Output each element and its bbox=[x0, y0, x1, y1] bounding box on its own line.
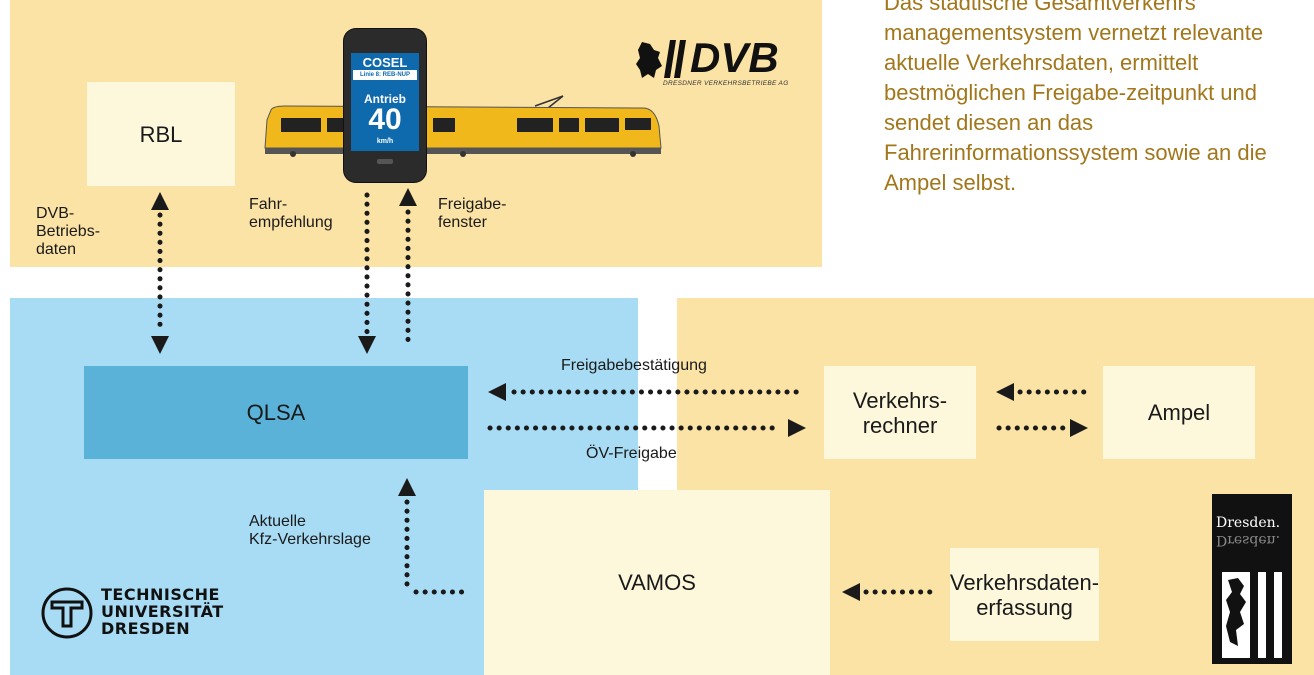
dvb-betriebsdaten-line-1: DVB- bbox=[36, 205, 75, 222]
rbl-node: RBL bbox=[87, 82, 235, 186]
vamos-label: VAMOS bbox=[618, 570, 696, 595]
description-text: Das städtische Gesamtverkehrs management… bbox=[884, 0, 1267, 195]
ampel-label: Ampel bbox=[1147, 400, 1211, 425]
freigabefenster-line-1: Freigabe- bbox=[438, 196, 507, 213]
freigabebestaetigung-label: Freigabebestätigung bbox=[561, 357, 707, 374]
city-lion-coat-of-arms-icon bbox=[1222, 572, 1282, 658]
dvb-betriebsdaten-label: DVB- Betriebs- daten bbox=[36, 205, 100, 259]
phone-stop-name: COSEL bbox=[362, 55, 408, 70]
phone-speed: 40 bbox=[368, 103, 402, 136]
dvb-betriebsdaten-line-3: daten bbox=[36, 241, 77, 258]
kfz-verkehrslage-line-1: Aktuelle bbox=[249, 513, 306, 530]
tu-dresden-seal-icon bbox=[41, 587, 93, 639]
tu-dresden-logo-text: TECHNISCHE UNIVERSITÄT DRESDEN bbox=[101, 586, 224, 637]
oev-freigabe-right-arrowhead bbox=[788, 419, 806, 437]
freigabefenster-up-arrowhead bbox=[399, 188, 417, 206]
kfz-verkehrslage-label: Aktuelle Kfz-Verkehrslage bbox=[249, 513, 371, 549]
city-logo-word: Dresden. bbox=[1216, 515, 1281, 531]
phone-drive-label: Antrieb bbox=[364, 92, 406, 106]
qlsa-label: QLSA bbox=[246, 400, 306, 425]
freigabebestaetigung-left-arrowhead bbox=[488, 383, 506, 401]
qlsa-node: QLSA bbox=[84, 366, 468, 459]
fahrempfehlung-down-arrowhead bbox=[358, 336, 376, 354]
dvb-logo-subtitle: DRESDNER VERKEHRSBETRIEBE AG bbox=[663, 80, 789, 87]
erfassung-vamos-left-arrowhead bbox=[842, 583, 860, 601]
phone-line-info: Linie 8: REB-NUP bbox=[353, 70, 417, 80]
kfz-verkehrslage-line-2: Kfz-Verkehrslage bbox=[249, 531, 371, 548]
dvb-logo-text: DVB bbox=[690, 34, 779, 81]
phone-screen bbox=[351, 53, 419, 151]
ampel-node: Ampel bbox=[1103, 366, 1255, 459]
vamos-node: VAMOS bbox=[484, 490, 830, 675]
phone-speed-unit: km/h bbox=[376, 138, 394, 145]
kfz-up-arrowhead bbox=[398, 478, 416, 496]
verkehrsrechner-label-1: Verkehrs- bbox=[852, 387, 948, 413]
freigabefenster-label: Freigabe- fenster bbox=[438, 196, 506, 232]
rechner-ampel-right-arrowhead bbox=[1070, 419, 1088, 437]
rbl-label: RBL bbox=[139, 121, 183, 147]
tu-logo-line-1: TECHNISCHE bbox=[101, 585, 220, 604]
phone-home-button bbox=[377, 159, 393, 164]
oev-freigabe-label: ÖV-Freigabe bbox=[586, 445, 677, 462]
verkehrsrechner-node: Verkehrs- rechner bbox=[824, 366, 976, 459]
rbl-down-arrowhead bbox=[151, 336, 169, 354]
ampel-rechner-left-arrowhead bbox=[996, 383, 1014, 401]
tu-logo-line-2: UNIVERSITÄT bbox=[101, 602, 224, 621]
verkehrsdaten-label-1: Verkehrsdaten- bbox=[949, 569, 1100, 595]
verkehrsdatenerfassung-node: Verkehrsdaten- erfassung bbox=[950, 548, 1099, 641]
verkehrsdaten-label-2: erfassung bbox=[976, 594, 1073, 620]
rbl-up-arrowhead bbox=[151, 192, 169, 210]
dvb-lion-icon bbox=[636, 42, 662, 78]
dvb-slashes-icon bbox=[664, 40, 686, 78]
verkehrsrechner-label-2: rechner bbox=[862, 412, 938, 438]
fahrempfehlung-line-1: Fahr- bbox=[249, 196, 288, 213]
freigabefenster-line-2: fenster bbox=[438, 214, 487, 231]
city-logo-word-mirror: Dresden. bbox=[1216, 532, 1281, 548]
tu-logo-line-3: DRESDEN bbox=[101, 619, 191, 638]
fahrempfehlung-line-2: empfehlung bbox=[249, 214, 333, 231]
fahrempfehlung-label: Fahr- empfehlung bbox=[249, 196, 333, 232]
dvb-betriebsdaten-line-2: Betriebs- bbox=[36, 223, 101, 240]
